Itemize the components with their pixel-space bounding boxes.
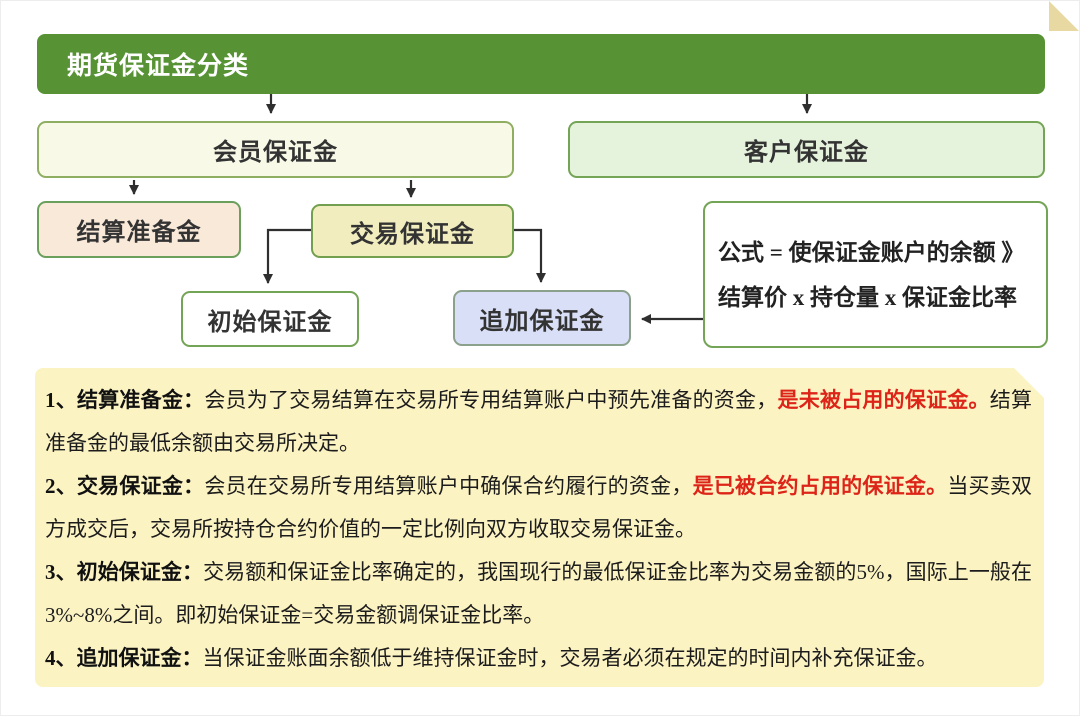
initial-margin-box: 初始保证金 [181,291,359,347]
trading-margin-label: 交易保证金 [350,221,475,248]
formula-line-1: 公式 = 使保证金账户的余额 》 [718,239,1025,265]
note-item-trading-margin: 2、交易保证金：会员在交易所专用结算账户中确保合约履行的资金，是已被合约占用的保… [45,474,1033,541]
diagram-header: 期货保证金分类 [37,34,1045,94]
additional-margin-label: 追加保证金 [479,308,605,335]
settlement-reserve-box: 结算准备金 [37,201,241,258]
notes-panel: 1、结算准备金：会员为了交易结算在交易所专用结算账户中预先准备的资金，是未被占用… [35,368,1044,687]
page-title: 期货保证金分类 [67,53,250,80]
arrow-trading-to-additional [513,228,546,283]
formula-box: 公式 = 使保证金账户的余额 》 结算价 x 持仓量 x 保证金比率 [703,201,1048,348]
customer-margin-label: 客户保证金 [744,140,869,166]
folded-corner-icon [1049,1,1079,31]
settlement-reserve-label: 结算准备金 [76,220,202,246]
arrow-trading-to-initial [263,228,312,284]
note-item-settlement-reserve: 1、结算准备金：会员为了交易结算在交易所专用结算账户中预先准备的资金，是未被占用… [45,388,1033,455]
note-item-initial-margin: 3、初始保证金：交易额和保证金比率确定的，我国现行的最低保证金比率为交易金额的5… [45,560,1032,627]
additional-margin-box: 追加保证金 [453,290,631,346]
member-margin-label: 会员保证金 [213,140,338,166]
formula-line-2: 结算价 x 持仓量 x 保证金比率 [718,284,1017,310]
customer-margin-box: 客户保证金 [568,121,1045,178]
initial-margin-label: 初始保证金 [207,309,333,336]
member-margin-box: 会员保证金 [37,121,514,178]
trading-margin-box: 交易保证金 [311,204,514,258]
note-item-additional-margin: 4、追加保证金：当保证金账面余额低于维持保证金时，交易者必须在规定的时间内补充保… [45,646,938,670]
